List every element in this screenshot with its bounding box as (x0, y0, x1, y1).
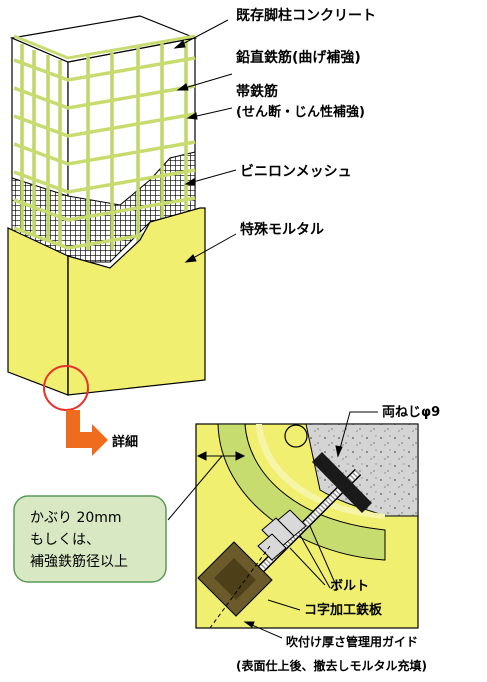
label-vinylon-mesh: ビニロンメッシュ (240, 164, 352, 180)
label-channel-plate: コ字加工鉄板 (304, 602, 383, 618)
label-bolt: ボルト (330, 578, 369, 594)
label-double-screw: 両ねじφ9 (382, 405, 440, 420)
column-illustration (7, 15, 237, 411)
label-hoop-line2: (せん断・じん性補強) (236, 104, 365, 120)
column-top-face (9, 15, 198, 63)
detail-vertical-rebar (284, 424, 308, 448)
callout-line-1: かぶり 20mm (30, 510, 122, 526)
label-hoop-line1: 帯鉄筋 (236, 83, 278, 100)
label-vertical-rebar: 鉛直鉄筋(曲げ補強) (236, 49, 361, 66)
cover-callout: かぶり 20mm もしくは、 補強鉄筋径以上 (13, 495, 167, 583)
detail-illustration (167, 411, 419, 639)
mortar-side (67, 207, 206, 396)
detail-leader-lines (243, 411, 378, 639)
leader-lines (173, 19, 237, 263)
mortar-front (7, 227, 69, 396)
label-existing-column: 既存脚柱コンクリート (236, 7, 376, 24)
anchor-plate (312, 452, 372, 513)
label-guide-line1: 吹付け厚さ管理用ガイド (286, 634, 418, 649)
label-detail: 詳細 (112, 434, 138, 450)
callout-line-2: もしくは、 (30, 532, 100, 548)
bolt-nuts (257, 509, 307, 561)
cover-dimension (167, 451, 246, 521)
label-guide-line2: (表面仕上後、撤去しモルタル充填) (236, 658, 427, 673)
detail-arrow (66, 410, 108, 456)
detail-hoop-bar (217, 423, 386, 561)
callout-line-3: 補強鉄筋径以上 (30, 553, 128, 570)
label-special-mortar: 特殊モルタル (240, 221, 324, 238)
